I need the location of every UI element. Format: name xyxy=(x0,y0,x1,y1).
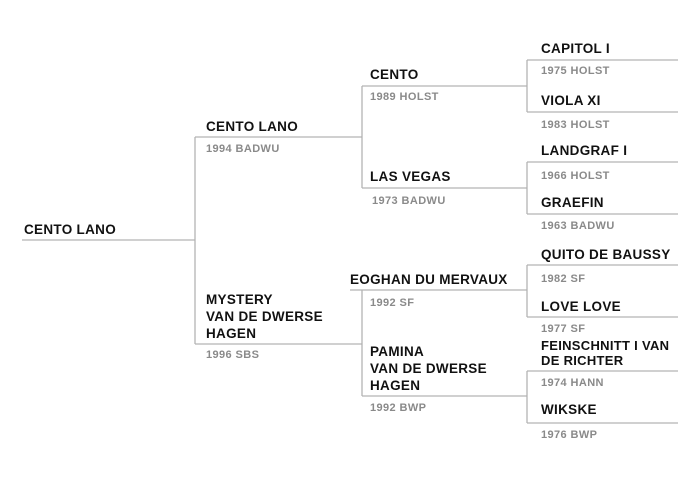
dam-info: 1996 SBS xyxy=(206,349,260,361)
subject-name: CENTO LANO xyxy=(24,222,117,237)
dam-name-line-3: HAGEN xyxy=(206,326,257,341)
dsd-info: 1977 SF xyxy=(541,323,586,335)
dam-dam-name-line-3: HAGEN xyxy=(370,378,421,393)
dam-name-line-2: VAN DE DWERSE xyxy=(206,309,323,324)
dam-name-line-1: MYSTERY xyxy=(206,292,273,307)
ddd-name: WIKSKE xyxy=(541,402,597,417)
sds-name: LANDGRAF I xyxy=(541,143,628,158)
ssd-info: 1983 HOLST xyxy=(541,119,610,131)
sire-dam-name: LAS VEGAS xyxy=(370,169,451,184)
sire-name: CENTO LANO xyxy=(206,119,299,134)
dam-dam-name-line-1: PAMINA xyxy=(370,344,425,359)
dds-name-line-1: FEINSCHNITT I VAN xyxy=(541,338,670,353)
dss-info: 1982 SF xyxy=(541,273,586,285)
sire-sire-name: CENTO xyxy=(370,67,419,82)
sire-dam-info: 1973 BADWU xyxy=(372,195,446,207)
dsd-name: LOVE LOVE xyxy=(541,299,621,314)
ddd-info: 1976 BWP xyxy=(541,429,598,441)
dam-sire-name: EOGHAN DU MERVAUX xyxy=(350,272,508,287)
dam-sire-info: 1992 SF xyxy=(370,297,415,309)
sss-name: CAPITOL I xyxy=(541,41,610,56)
dam-dam-name-line-2: VAN DE DWERSE xyxy=(370,361,487,376)
sdd-name: GRAEFIN xyxy=(541,195,604,210)
dds-info: 1974 HANN xyxy=(541,377,604,389)
sds-info: 1966 HOLST xyxy=(541,170,610,182)
sire-info: 1994 BADWU xyxy=(206,143,280,155)
ssd-name: VIOLA XI xyxy=(541,93,601,108)
sss-info: 1975 HOLST xyxy=(541,65,610,77)
dss-name: QUITO DE BAUSSY xyxy=(541,247,671,262)
dam-dam-info: 1992 BWP xyxy=(370,402,427,414)
sire-sire-info: 1989 HOLST xyxy=(370,91,439,103)
sdd-info: 1963 BADWU xyxy=(541,220,615,232)
dds-name-line-2: DE RICHTER xyxy=(541,353,624,368)
